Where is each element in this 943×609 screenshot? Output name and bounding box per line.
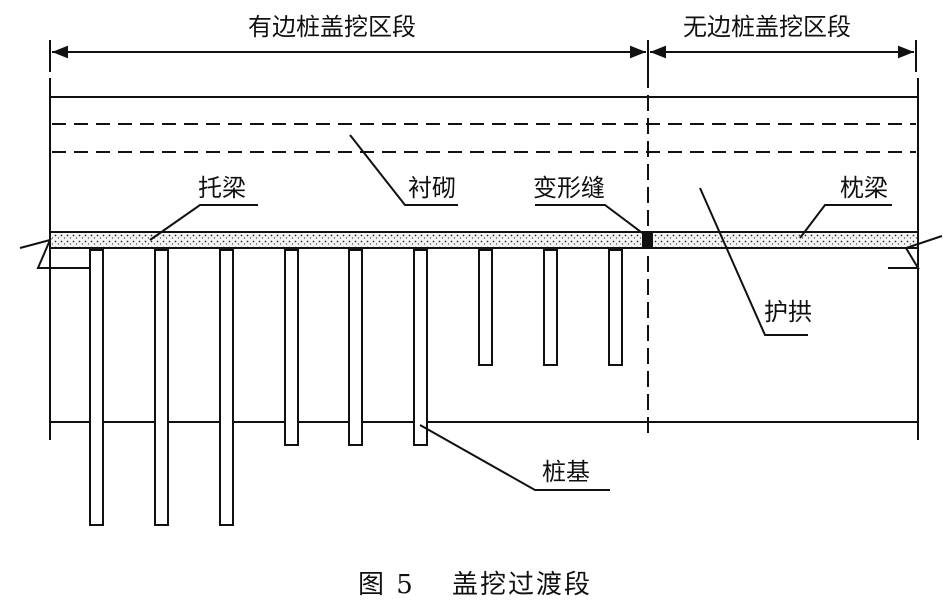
deformation-joint-block	[642, 232, 653, 248]
label-lining: 衬砌	[408, 174, 456, 202]
pile	[413, 249, 428, 446]
break-lines	[19, 235, 943, 269]
label-pile-foundation: 桩基	[542, 458, 590, 486]
piles	[89, 249, 623, 526]
pile	[284, 249, 299, 446]
label-sleeper-beam: 枕梁	[840, 174, 888, 202]
pile	[348, 249, 363, 446]
label-deformation-joint: 变形缝	[533, 174, 605, 202]
pile	[478, 249, 493, 366]
pile	[543, 249, 558, 366]
pile	[89, 249, 104, 526]
pile	[608, 249, 623, 366]
label-section-without-piles: 无边桩盖挖区段	[683, 13, 851, 41]
label-transfer-beam: 托梁	[198, 174, 246, 202]
figure-caption-title: 盖挖过渡段	[452, 570, 593, 600]
pile	[219, 249, 234, 526]
pile	[154, 249, 169, 526]
beam	[49, 231, 919, 249]
leader-lines	[149, 134, 892, 491]
tunnel-structure	[49, 78, 919, 440]
dimension-line	[49, 40, 917, 72]
label-section-with-piles: 有边桩盖挖区段	[248, 13, 416, 41]
label-protective-arch: 护拱	[764, 298, 812, 326]
lining-dashed-lines	[52, 123, 916, 153]
figure-caption-number: 图 5	[358, 570, 415, 600]
